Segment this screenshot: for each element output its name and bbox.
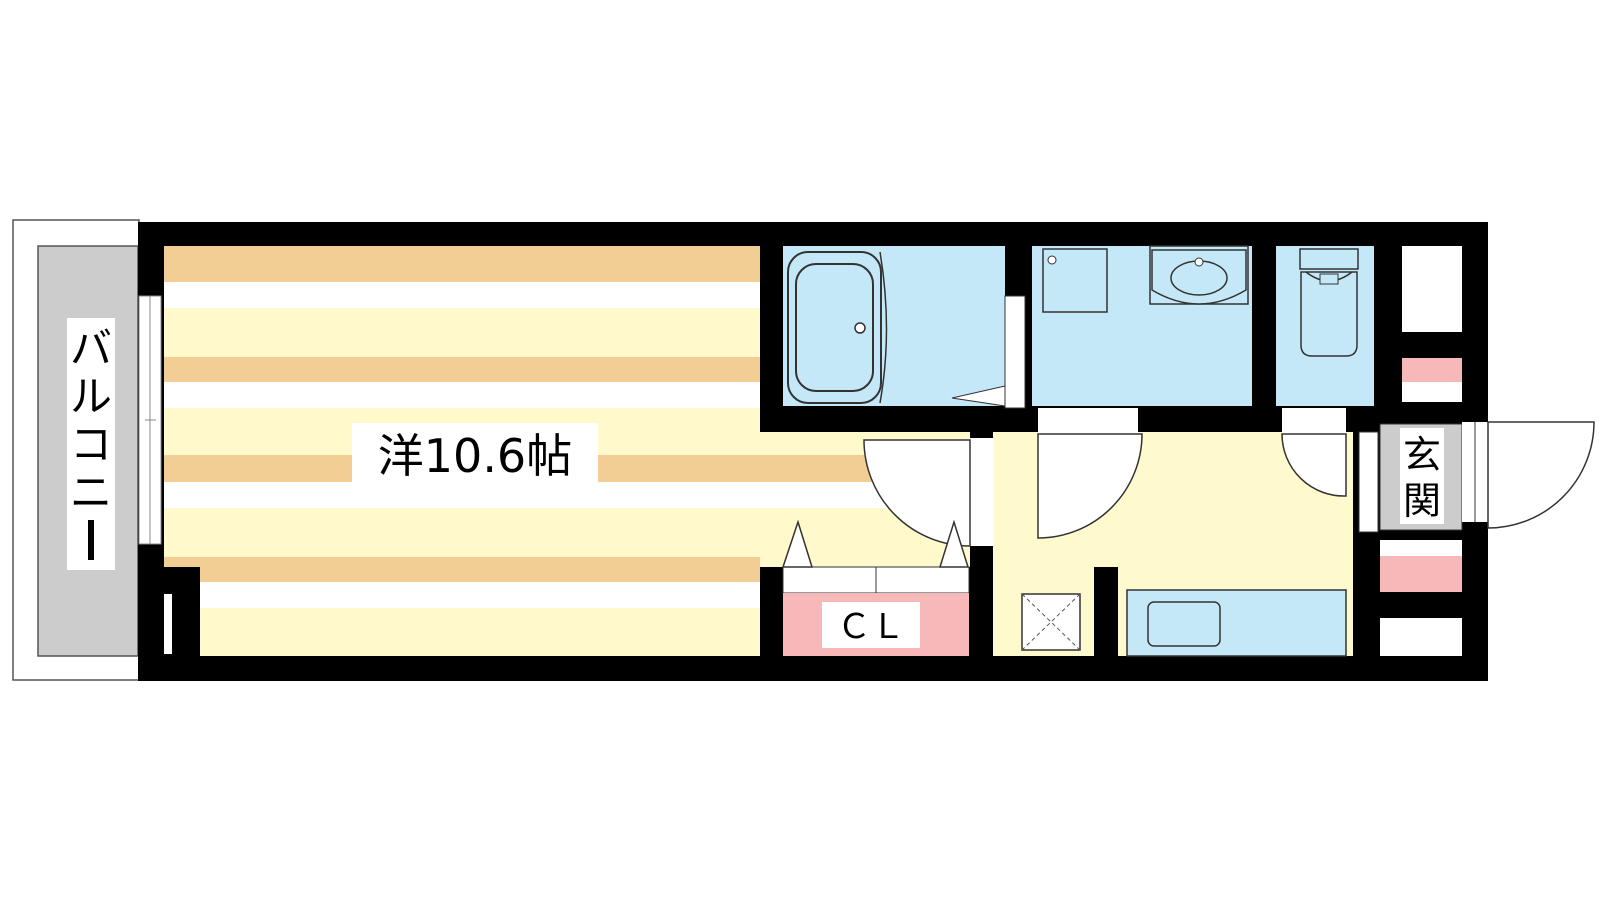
western-room-label: 洋10.6帖: [378, 429, 572, 483]
toilet-bowl: [1300, 271, 1358, 357]
balcony-label: バ ル コ ニ: [70, 324, 112, 560]
shoe-rack-upper-shelf: [1402, 382, 1462, 402]
kitchen-wall-stub: [1094, 567, 1118, 656]
bathroom-door-frame: [1004, 295, 1026, 409]
bathtub-inner: [795, 263, 874, 392]
pillar-inner: [164, 594, 172, 654]
closet-label-bg: [822, 602, 920, 648]
fridge-space: [1021, 593, 1081, 651]
western-room-label-bg: [352, 423, 598, 485]
entrance-step: [1358, 431, 1379, 533]
toilet-door-opening: [1282, 408, 1346, 434]
shoe-rack-lower: [1380, 556, 1462, 592]
washroom-door-swing: [1037, 433, 1143, 539]
entrance-label-char: 関: [1403, 479, 1441, 523]
storage-upper: [1402, 246, 1462, 332]
toilet-tank: [1299, 248, 1359, 270]
shoe-rack-lower-shelf: [1380, 540, 1462, 556]
closet-door-left: [781, 519, 814, 568]
balcony-label-char: バ: [70, 324, 112, 373]
kitchen-sink: [1147, 601, 1221, 647]
front-door-swing: [1487, 421, 1595, 529]
balcony-label-char: ル: [70, 372, 112, 421]
balcony-label-char-dash: [88, 520, 94, 560]
balcony-label-char: ニ: [70, 468, 112, 517]
shoe-rack-upper: [1402, 358, 1462, 382]
entrance-label-bg: [1400, 428, 1444, 524]
entrance-label-char: 玄: [1403, 433, 1441, 477]
closet-label: ＣＬ: [837, 607, 905, 647]
bath-curtain: [879, 251, 888, 404]
closet-door-right: [938, 519, 970, 568]
washroom-door-opening: [1038, 408, 1138, 434]
room-door-opening: [970, 438, 994, 546]
room-door-swing: [863, 439, 971, 547]
toilet-door-swing: [1281, 433, 1347, 497]
balcony-label-char: コ: [70, 420, 112, 469]
storage-lower: [1380, 618, 1462, 656]
bathtub-drain: [854, 322, 866, 334]
